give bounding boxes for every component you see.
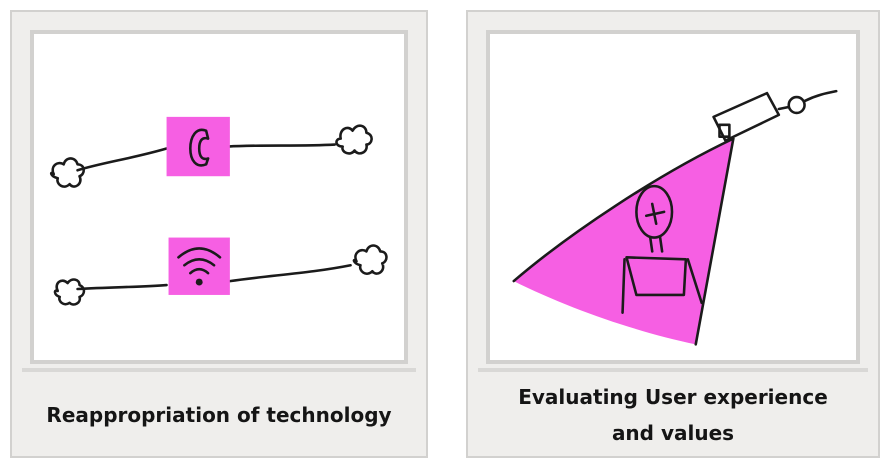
surveillance-sketch [512,89,838,346]
upper-right-cloud [335,124,373,155]
card-user-experience[interactable]: Evaluating User experience and values [466,10,880,458]
upper-left-line [76,147,168,172]
upper-left-cloud [49,157,85,188]
caption-divider [22,368,416,372]
phone-icon [189,128,210,167]
wifi-icon [177,247,222,286]
caption-divider [478,368,868,372]
card-caption: Evaluating User experience and values [468,374,878,456]
person-figure [621,184,703,315]
card-caption: Reappropriation of technology [12,374,426,456]
lower-right-cloud [352,244,388,275]
lower-right-line [228,263,352,283]
wifi-box [168,237,230,295]
card-reappropriation[interactable]: Reappropriation of technology [10,10,428,458]
caption-line: Reappropriation of technology [46,403,392,427]
upper-right-line [226,143,337,148]
caption-line: Evaluating User experience [518,385,828,409]
camera-view-cone [513,138,734,345]
caption-line: and values [611,421,735,445]
security-camera-icon [712,89,838,142]
lower-left-cloud [53,278,86,306]
illustration-frame [486,30,860,364]
network-sketch [49,116,388,306]
illustration-frame [30,30,408,364]
lower-left-line [76,283,168,291]
